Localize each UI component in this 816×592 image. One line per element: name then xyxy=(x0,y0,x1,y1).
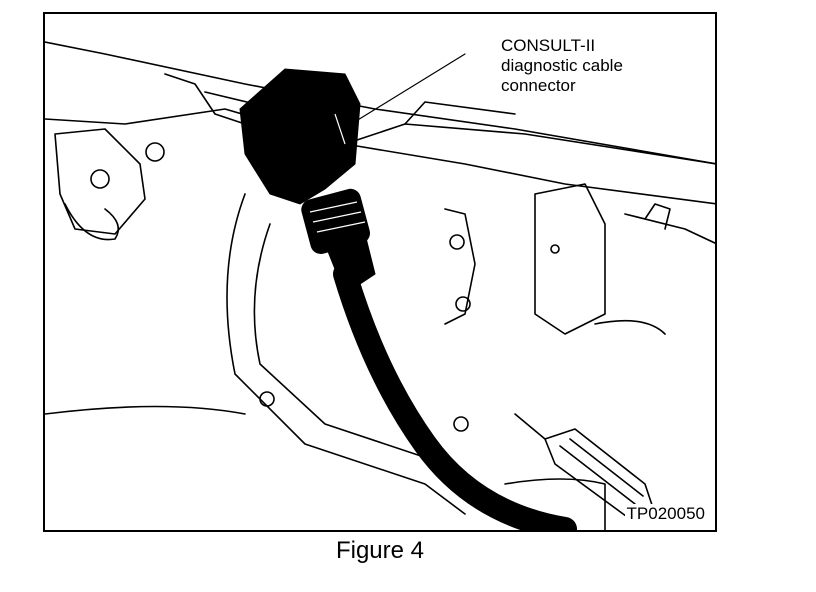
bolt xyxy=(90,169,110,189)
bolt xyxy=(453,416,469,432)
callout-line: diagnostic cable xyxy=(501,56,623,75)
figure-illustration: CONSULT-II diagnostic cable connector TP… xyxy=(43,12,717,532)
line-drawing xyxy=(45,41,715,530)
dashboard-lower-edge xyxy=(45,108,715,205)
fuse-box xyxy=(534,183,606,335)
diagnostic-cable xyxy=(333,262,577,530)
callout-line: connector xyxy=(501,76,576,95)
figure-reference-id: TP020050 xyxy=(624,504,707,524)
callout-line: CONSULT-II xyxy=(501,36,596,55)
bolt xyxy=(449,234,465,250)
relay-bracket xyxy=(444,208,476,325)
bolt xyxy=(145,142,165,162)
figure-caption: Figure 4 xyxy=(335,537,425,564)
bolt xyxy=(259,391,275,407)
bolt xyxy=(455,296,471,312)
cable-connector-callout: CONSULT-II diagnostic cable connector xyxy=(498,36,626,96)
side-panel xyxy=(226,193,466,515)
left-bracket xyxy=(54,128,146,235)
